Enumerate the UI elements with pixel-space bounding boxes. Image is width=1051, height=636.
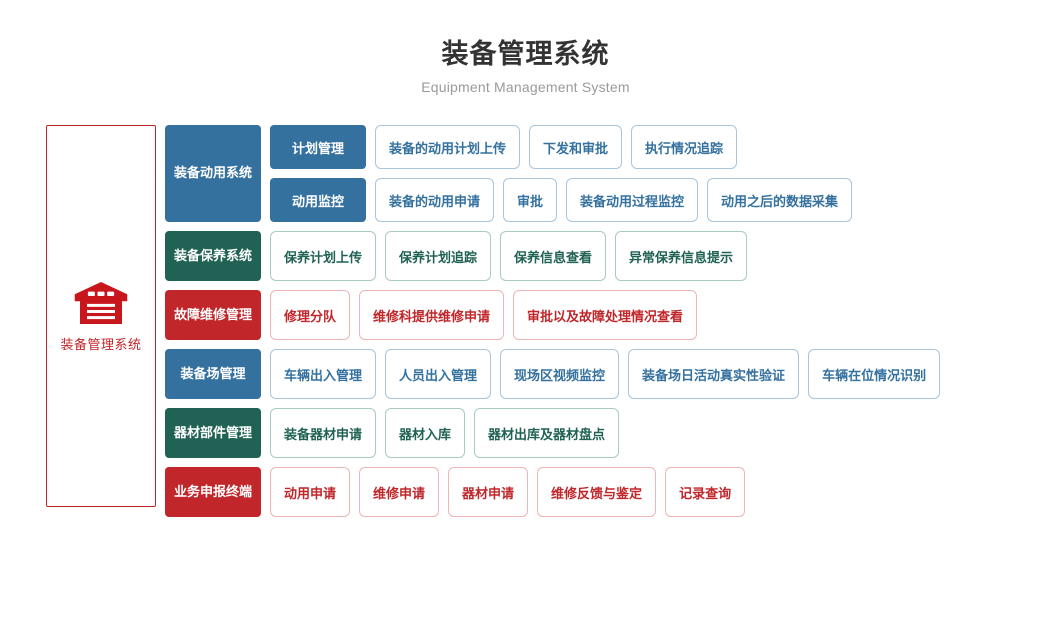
- feature-node[interactable]: 维修申请: [359, 467, 440, 517]
- feature-node[interactable]: 修理分队: [270, 290, 351, 340]
- category-row: 装备动用系统计划管理装备的动用计划上传下发和审批执行情况追踪动用监控装备的动用申…: [165, 125, 1051, 222]
- category-row: 装备场管理车辆出入管理人员出入管理现场区视频监控装备场日活动真实性验证车辆在位情…: [165, 349, 1051, 399]
- feature-node[interactable]: 动用申请: [270, 467, 351, 517]
- feature-node[interactable]: 器材入库: [385, 408, 466, 458]
- feature-node[interactable]: 维修科提供维修申请: [359, 290, 505, 340]
- feature-node[interactable]: 下发和审批: [529, 125, 623, 169]
- feature-node[interactable]: 装备动用过程监控: [566, 178, 699, 222]
- feature-node[interactable]: 装备的动用计划上传: [375, 125, 521, 169]
- feature-node[interactable]: 审批: [503, 178, 558, 222]
- category-row: 业务申报终端动用申请维修申请器材申请维修反馈与鉴定记录查询: [165, 467, 1051, 517]
- warehouse-icon: [74, 281, 128, 324]
- sub-row: 计划管理装备的动用计划上传下发和审批执行情况追踪: [261, 125, 1051, 169]
- feature-node[interactable]: 装备场日活动真实性验证: [628, 349, 800, 399]
- page-title: 装备管理系统: [441, 39, 610, 69]
- feature-node[interactable]: 执行情况追踪: [631, 125, 738, 169]
- feature-node[interactable]: 记录查询: [665, 467, 746, 517]
- feature-node[interactable]: 装备器材申请: [270, 408, 377, 458]
- feature-node[interactable]: 审批以及故障处理情况查看: [513, 290, 698, 340]
- feature-node[interactable]: 保养信息查看: [500, 231, 607, 281]
- feature-node[interactable]: 人员出入管理: [385, 349, 492, 399]
- feature-node[interactable]: 维修反馈与鉴定: [537, 467, 657, 517]
- category-block[interactable]: 故障维修管理: [165, 290, 261, 340]
- category-block[interactable]: 装备动用系统: [165, 125, 261, 222]
- subcategory-block[interactable]: 动用监控: [270, 178, 366, 222]
- feature-node[interactable]: 保养计划上传: [270, 231, 377, 281]
- sub-row: 动用监控装备的动用申请审批装备动用过程监控动用之后的数据采集: [261, 178, 1051, 222]
- page-subtitle: Equipment Management System: [421, 79, 630, 96]
- feature-node[interactable]: 器材申请: [448, 467, 529, 517]
- category-row: 故障维修管理修理分队维修科提供维修申请审批以及故障处理情况查看: [165, 290, 1051, 340]
- subcategory-block[interactable]: 计划管理: [270, 125, 366, 169]
- feature-node[interactable]: 保养计划追踪: [385, 231, 492, 281]
- feature-node[interactable]: 车辆出入管理: [270, 349, 377, 399]
- category-block[interactable]: 装备场管理: [165, 349, 261, 399]
- category-block[interactable]: 装备保养系统: [165, 231, 261, 281]
- feature-node[interactable]: 动用之后的数据采集: [707, 178, 853, 222]
- category-row: 装备保养系统保养计划上传保养计划追踪保养信息查看异常保养信息提示: [165, 231, 1051, 281]
- feature-node[interactable]: 现场区视频监控: [500, 349, 620, 399]
- root-system-label: 装备管理系统: [60, 336, 142, 352]
- root-system-panel[interactable]: 装备管理系统: [46, 125, 156, 507]
- category-rows: 装备动用系统计划管理装备的动用计划上传下发和审批执行情况追踪动用监控装备的动用申…: [165, 125, 1051, 526]
- system-architecture-diagram: 装备管理系统 装备动用系统计划管理装备的动用计划上传下发和审批执行情况追踪动用监…: [0, 125, 1051, 526]
- category-block[interactable]: 业务申报终端: [165, 467, 261, 517]
- feature-node[interactable]: 装备的动用申请: [375, 178, 495, 222]
- sub-rows: 计划管理装备的动用计划上传下发和审批执行情况追踪动用监控装备的动用申请审批装备动…: [261, 125, 1051, 222]
- page-header: 装备管理系统 Equipment Management System: [0, 0, 1051, 95]
- feature-node[interactable]: 器材出库及器材盘点: [474, 408, 620, 458]
- feature-node[interactable]: 车辆在位情况识别: [808, 349, 941, 399]
- feature-node[interactable]: 异常保养信息提示: [615, 231, 748, 281]
- category-block[interactable]: 器材部件管理: [165, 408, 261, 458]
- category-row: 器材部件管理装备器材申请器材入库器材出库及器材盘点: [165, 408, 1051, 458]
